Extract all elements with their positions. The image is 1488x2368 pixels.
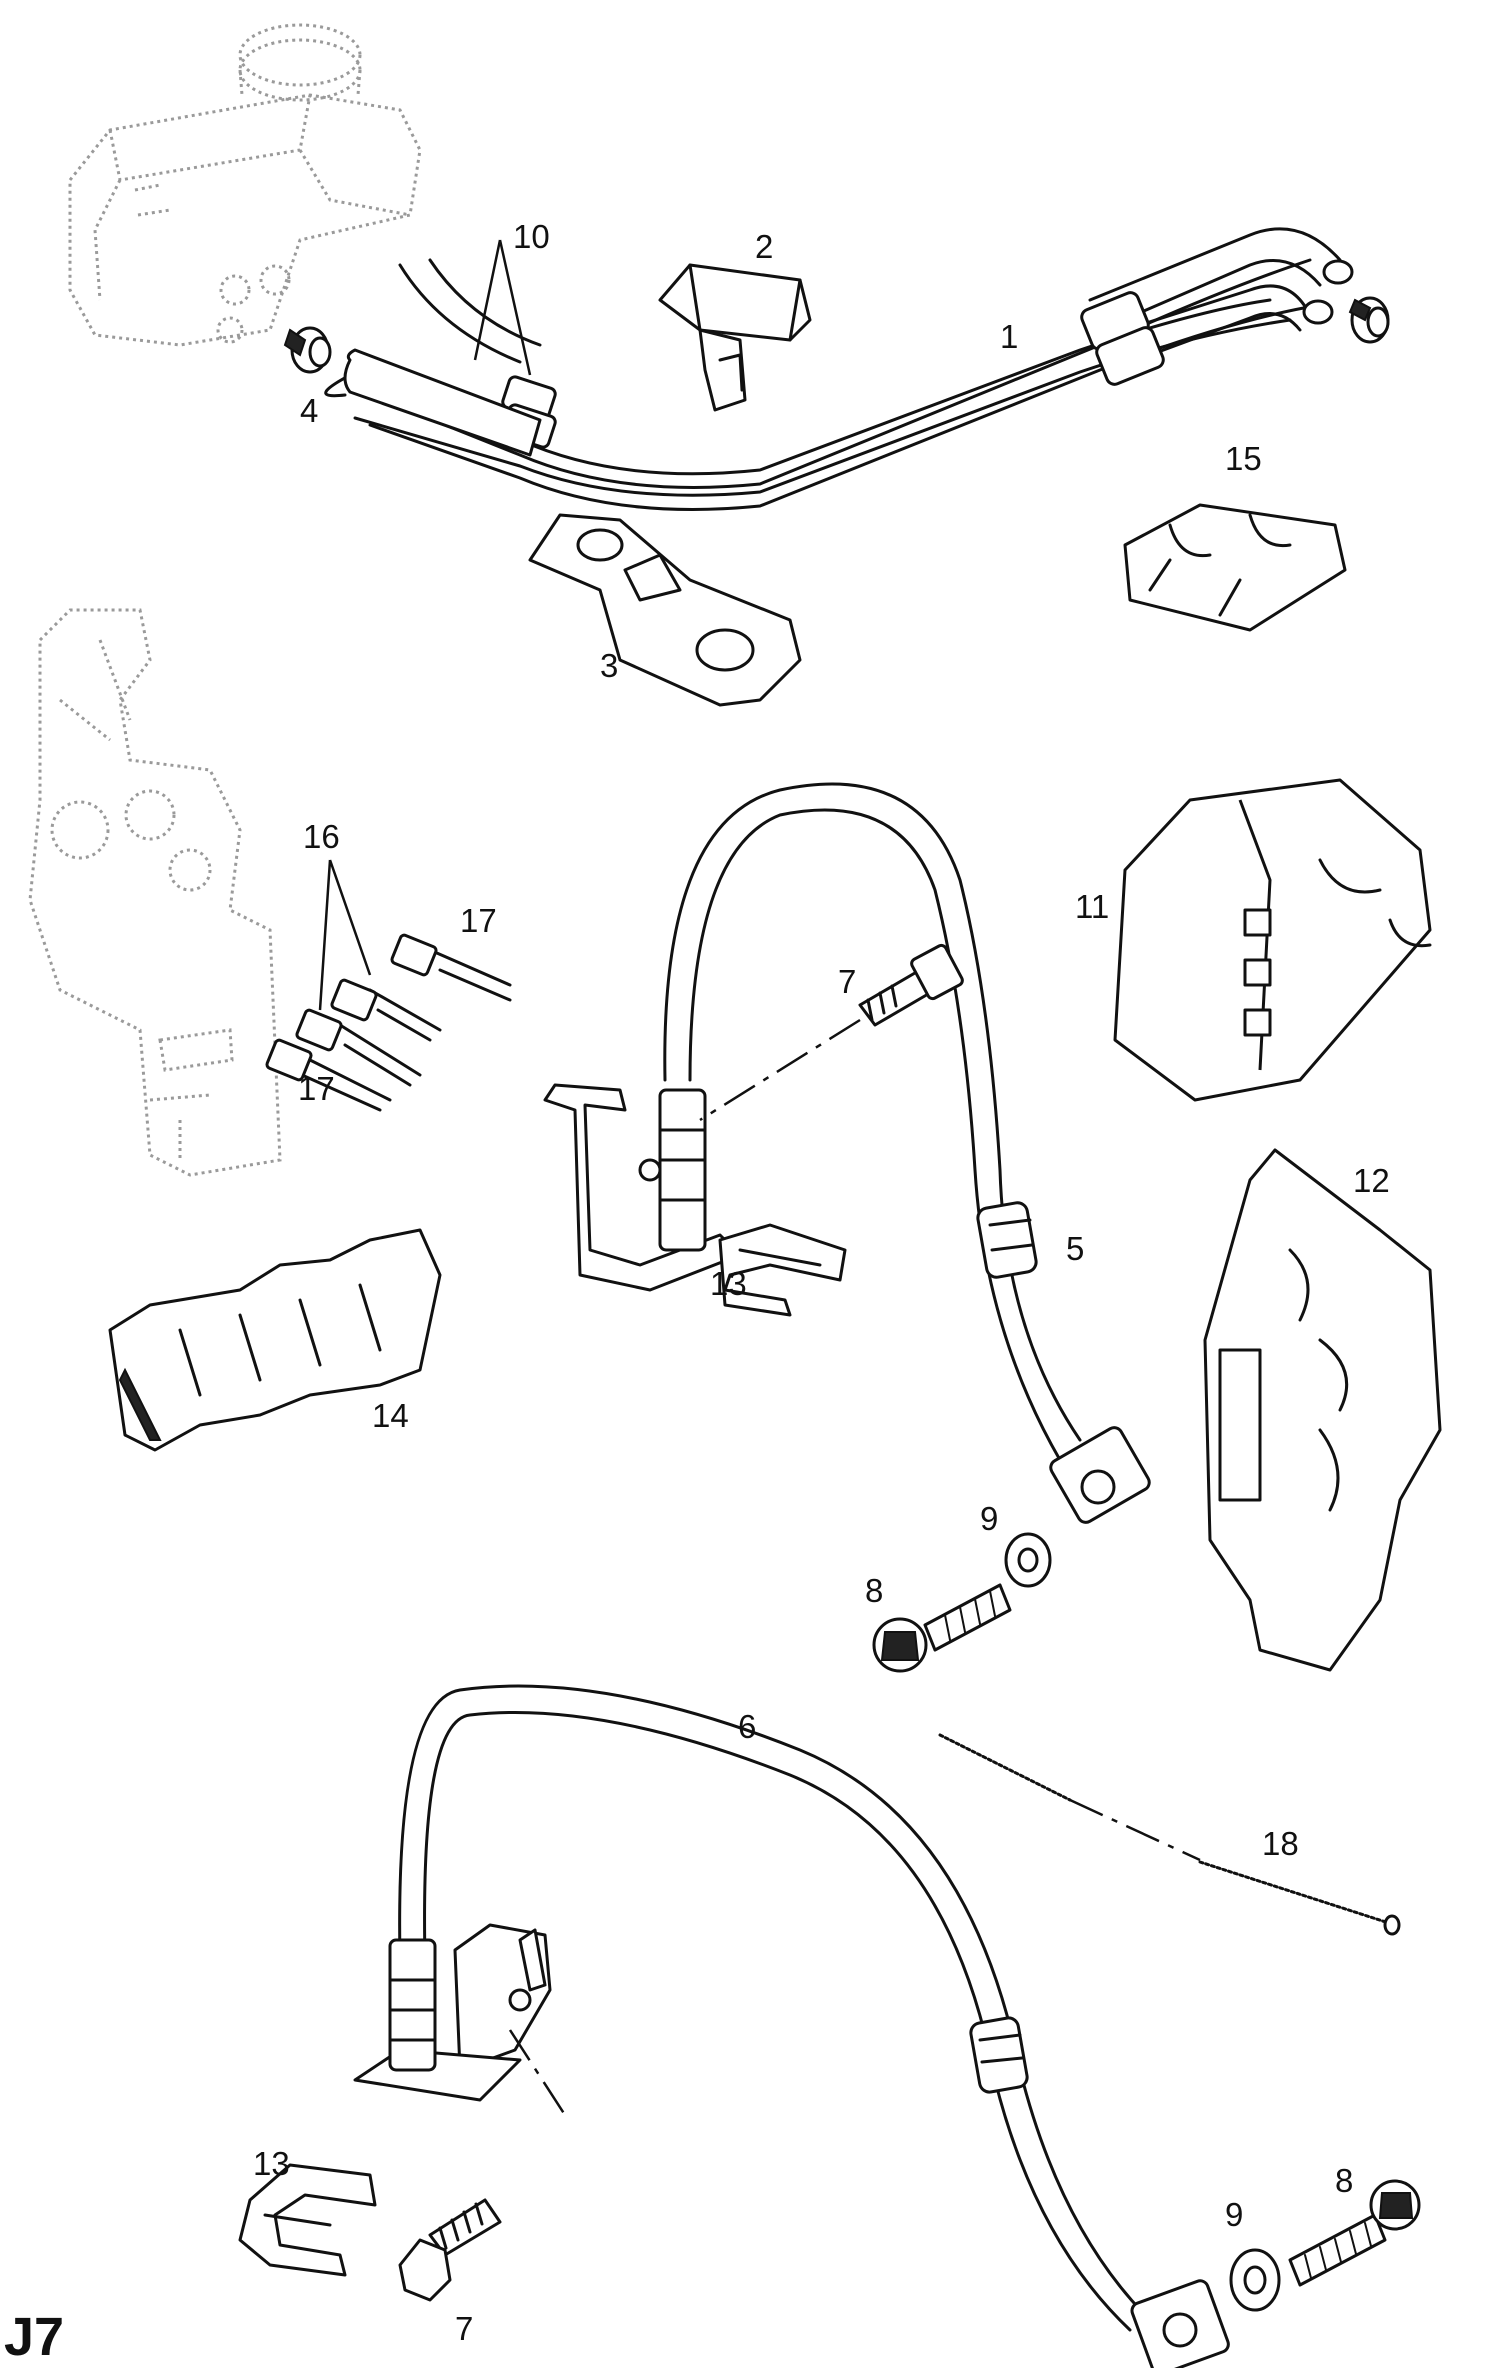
callout-9-upper: 9 [980, 1500, 998, 1537]
callout-2: 2 [755, 228, 773, 265]
callout-7-upper: 7 [838, 963, 856, 1000]
callout-6: 6 [738, 1708, 756, 1745]
callout-12: 12 [1353, 1162, 1390, 1199]
callout-7-lower: 7 [455, 2310, 473, 2347]
part-8-banjo-bolt-lower [1288, 2179, 1421, 2287]
hose-clip-right [1348, 296, 1390, 344]
fluid-reservoir-ghost [68, 23, 422, 347]
part-10-sleeves [473, 239, 532, 376]
part-13-spring-clip-lower [238, 2163, 377, 2277]
callout-labels: 1 2 3 4 5 6 7 7 8 8 9 9 10 11 12 13 13 1… [253, 218, 1390, 2347]
part-7-bolt-upper [699, 943, 964, 1122]
lower-hose-bracket [353, 1923, 567, 2116]
part-5-flexible-hose [663, 782, 1151, 1524]
part-11-clip-block [1113, 778, 1432, 1102]
part-6-flexible-hose [398, 1684, 1230, 2368]
part-3-bracket-plate [528, 513, 802, 707]
part-7-bolt-lower [398, 2198, 502, 2302]
part-9-washer-lower [1229, 2248, 1281, 2312]
callout-5: 5 [1066, 1230, 1084, 1267]
part-4-hose-clip [283, 326, 332, 374]
callout-14: 14 [372, 1397, 409, 1434]
part-13-spring-clip-upper [718, 1223, 847, 1317]
callout-17-top: 17 [460, 902, 497, 939]
part-2-pipe-clip [658, 263, 812, 412]
callout-15: 15 [1225, 440, 1262, 477]
part-8-banjo-bolt-upper [872, 1583, 1012, 1673]
part-1-brake-pipe-assembly [324, 227, 1354, 511]
callout-8-lower: 8 [1335, 2162, 1353, 2199]
callout-18: 18 [1262, 1825, 1299, 1862]
part-12-clip-holder [1203, 1148, 1442, 1672]
part-14-quad-clip [108, 1228, 442, 1452]
callout-10: 10 [513, 218, 550, 255]
callout-17-bottom: 17 [298, 1070, 335, 1107]
part-16-17-union-bolts [265, 859, 512, 1112]
callout-13-upper: 13 [710, 1265, 747, 1302]
part-18-coil-spring [938, 1733, 1401, 1936]
upper-hose-bracket [543, 1083, 742, 1292]
callout-1: 1 [1000, 318, 1018, 355]
callout-13-lower: 13 [253, 2145, 290, 2182]
abs-unit-ghost [28, 608, 282, 1177]
figure-code: J7 [4, 2307, 64, 2367]
callout-11: 11 [1075, 888, 1109, 925]
callout-8-upper: 8 [865, 1572, 883, 1609]
callout-9-lower: 9 [1225, 2196, 1243, 2233]
part-15-double-clip [1123, 503, 1347, 632]
callout-3: 3 [600, 647, 618, 684]
callout-16: 16 [303, 818, 340, 855]
part-9-washer-upper [1004, 1532, 1052, 1588]
callout-4: 4 [300, 392, 318, 429]
